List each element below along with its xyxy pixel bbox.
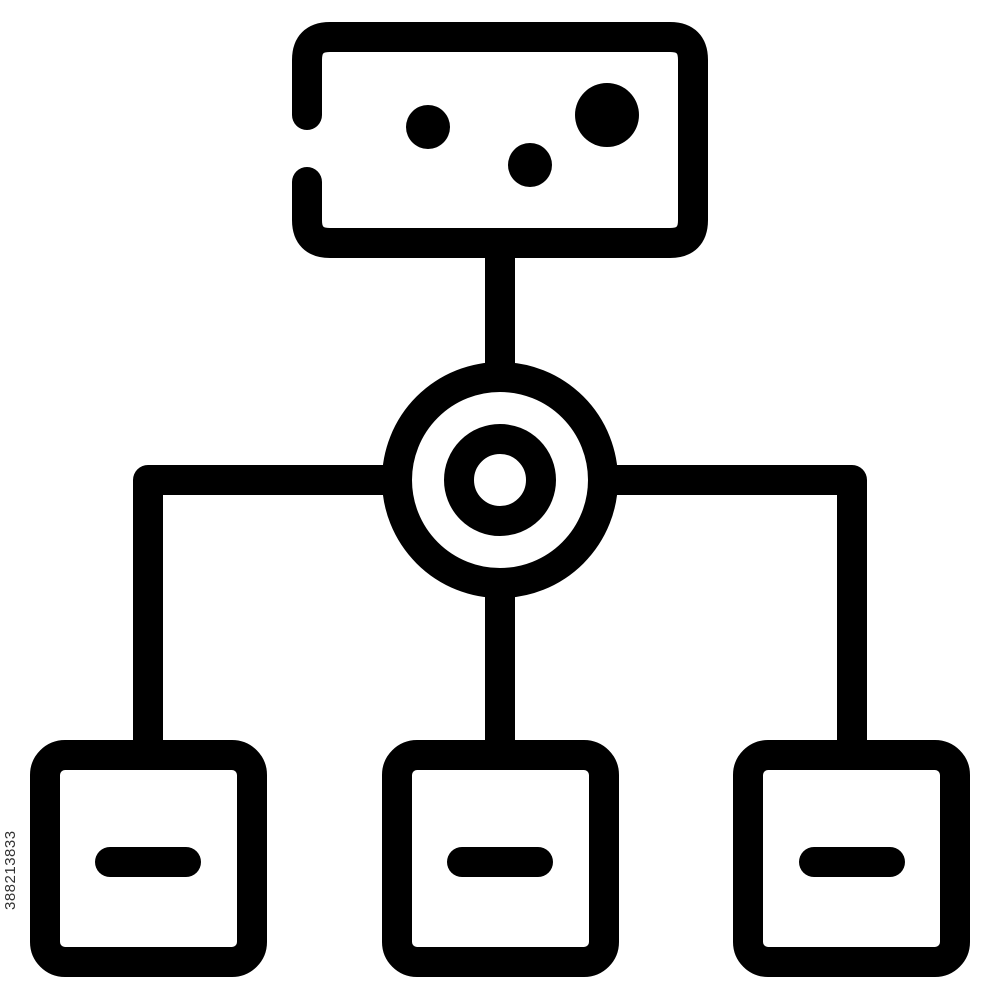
hub-inner-circle-icon: [444, 424, 556, 536]
side-id-text: 388213833: [2, 830, 19, 910]
child-box-left-icon: [30, 740, 267, 977]
top-box-dots: [406, 83, 639, 187]
connector-left-line: [133, 465, 412, 757]
dot-small-left-icon: [406, 105, 450, 149]
top-box-icon: [292, 22, 708, 258]
child-box-middle-icon: [382, 740, 619, 977]
dot-small-middle-icon: [508, 143, 552, 187]
connector-right-line: [588, 465, 867, 757]
hub-circle-icon: [382, 362, 618, 598]
child-box-right-icon: [733, 740, 970, 977]
diagram-strokes: [30, 22, 970, 977]
dot-large-right-icon: [575, 83, 639, 147]
